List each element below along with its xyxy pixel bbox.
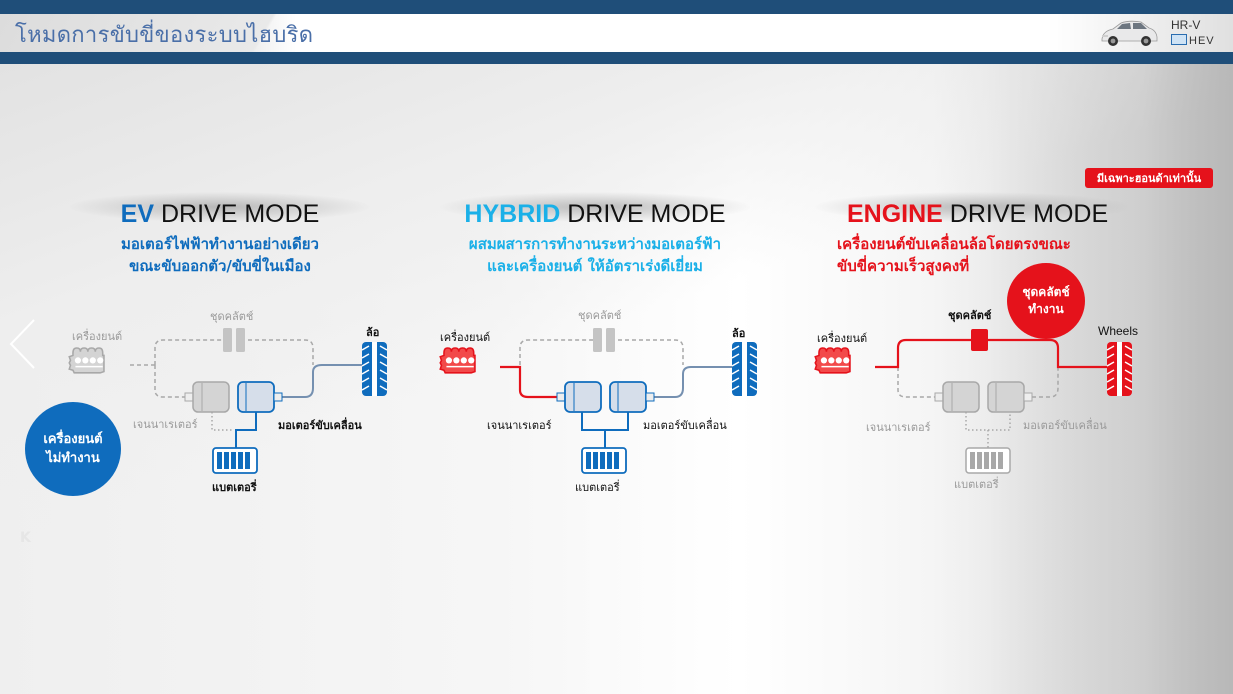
ev-desc-line2: ขณะขับออกตัว/ขับขี่ในเมือง (129, 257, 311, 275)
ev-engine-label: เครื่องยนต์ (72, 330, 123, 343)
logo-badge-text: HEV (1189, 35, 1215, 47)
title-shadow (440, 192, 750, 222)
engine-generator-icon (934, 381, 980, 413)
ev-mode-title: EV DRIVE MODE (60, 200, 380, 229)
hybrid-engine-icon (439, 347, 476, 374)
header-top-bar (0, 0, 1233, 14)
ehev-icon (1171, 34, 1187, 45)
engine-wheel-label: Wheels (1098, 324, 1139, 338)
car-icon (1101, 20, 1158, 46)
engine-generator-label: เจนนาเรเตอร์ (866, 421, 931, 434)
ev-mode-desc: มอเตอร์ไฟฟ้าทำงานอย่างเดียว ขณะขับออกตัว… (60, 233, 380, 277)
hybrid-battery-icon (581, 447, 627, 474)
engine-motor-icon (987, 381, 1033, 413)
engine-mode-header: ENGINE DRIVE MODE เครื่องยนต์ขับเคลื่อนล… (805, 192, 1140, 275)
logo-badge: HEV (1171, 34, 1215, 47)
engine-clutch-label: ชุดคลัตช์ (948, 309, 992, 322)
engine-battery-path (965, 412, 1011, 448)
hybrid-engine-gen-path (500, 365, 563, 399)
honda-only-badge: มีเฉพาะฮอนด้าเท่านั้น (1085, 168, 1213, 188)
engine-engine-label: เครื่องยนต์ (817, 332, 868, 345)
engine-mode-accent: ENGINE (847, 200, 943, 228)
hybrid-generator-icon (556, 381, 602, 413)
ev-generator-icon (184, 381, 230, 413)
ev-clutch-right (236, 328, 245, 352)
clutch-active-line1: ชุดคลัตช์ (1022, 285, 1070, 299)
ev-generator-label: เจนนาเรเตอร์ (133, 418, 198, 431)
watermark: K (20, 530, 31, 546)
ev-gen-battery-path (211, 412, 232, 431)
ev-engine-gen-path (154, 365, 190, 398)
ev-mode-title-rest: DRIVE MODE (154, 200, 320, 228)
ev-battery-label: แบตเตอรี่ (212, 481, 257, 494)
page-title: โหมดการขับขี่ของระบบไฮบริด (15, 23, 314, 48)
ev-clutch-label: ชุดคลัตช์ (210, 310, 254, 323)
hybrid-clutch-left (593, 328, 602, 352)
hrv-logo: HR-V HEV (1099, 14, 1229, 52)
engine-engine-icon (814, 347, 851, 374)
hybrid-desc-line1: ผสมผสารการทำงานระหว่างมอเตอร์ฟ้า (468, 235, 722, 253)
ev-battery-icon (212, 447, 258, 474)
engine-mode-desc: เครื่องยนต์ขับเคลื่อนล้อโดยตรงขณะ ขับขี่… (805, 233, 1140, 277)
hybrid-mode-accent: HYBRID (464, 200, 561, 228)
ev-engine-icon (68, 347, 105, 374)
hybrid-battery-label: แบตเตอรี่ (575, 481, 620, 494)
hybrid-generator-label: เจนนาเรเตอร์ (487, 419, 552, 432)
hybrid-mode-header: HYBRID DRIVE MODE ผสมผสารการทำงานระหว่าง… (430, 192, 760, 275)
clutch-active-line2: ทำงาน (1028, 302, 1064, 316)
engine-motor-label: มอเตอร์ขับเคลื่อน (1023, 419, 1107, 432)
hybrid-motor-wheel-path (654, 366, 735, 398)
engine-battery-icon (965, 447, 1011, 474)
ev-mode-accent: EV (120, 200, 155, 228)
engine-diagram (814, 329, 1133, 474)
title-shadow (815, 192, 1130, 222)
hybrid-clutch-right (606, 328, 615, 352)
engine-motor-path (1032, 367, 1059, 398)
hybrid-wheel-label: ล้อ (732, 327, 746, 340)
hybrid-engine-label: เครื่องยนต์ (440, 331, 491, 344)
ev-wheel-label: ล้อ (366, 326, 380, 339)
hybrid-desc-line2: และเครื่องยนต์ ให้อัตราเร่งดีเยี่ยม (487, 257, 703, 275)
ev-clutch-left (223, 328, 232, 352)
hybrid-mode-title-rest: DRIVE MODE (560, 200, 726, 228)
hybrid-motor-label: มอเตอร์ขับเคลื่อน (643, 419, 727, 432)
ev-motor-battery-path (235, 412, 257, 448)
title-shadow (70, 192, 370, 222)
engine-gen-path (897, 367, 940, 398)
header-bottom-bar (0, 52, 1233, 64)
hybrid-diagram (439, 328, 758, 474)
hybrid-battery-path (581, 412, 629, 448)
hybrid-wheel-icon (731, 342, 758, 396)
hybrid-motor-icon (609, 381, 655, 413)
engine-wheel-icon (1106, 342, 1133, 396)
engine-off-line1: เครื่องยนต์ (43, 432, 103, 447)
engine-battery-label: แบตเตอรี่ (954, 478, 999, 491)
engine-mode-title: ENGINE DRIVE MODE (805, 200, 1140, 229)
ev-desc-line1: มอเตอร์ไฟฟ้าทำงานอย่างเดียว (121, 235, 319, 253)
engine-clutch-icon (971, 329, 988, 351)
chevron-left-icon[interactable] (8, 318, 38, 370)
hybrid-mode-desc: ผสมผสารการทำงานระหว่างมอเตอร์ฟ้า และเครื… (430, 233, 760, 277)
hybrid-clutch-label: ชุดคลัตช์ (578, 309, 622, 322)
ev-clutch-path (130, 339, 314, 366)
hybrid-clutch-path (519, 339, 684, 365)
engine-off-line2: ไม่ทำงาน (46, 451, 100, 466)
engine-desc-line2: ขับขี่ความเร็วสูงคงที่ (837, 257, 970, 275)
hybrid-mode-title: HYBRID DRIVE MODE (430, 200, 760, 229)
ev-wheel-icon (361, 342, 388, 396)
ev-motor-label: มอเตอร์ขับเคลื่อน (278, 419, 362, 432)
engine-off-badge: เครื่องยนต์ไม่ทำงาน (25, 402, 121, 496)
ev-mode-header: EV DRIVE MODE มอเตอร์ไฟฟ้าทำงานอย่างเดีย… (60, 192, 380, 275)
background-right-shade (933, 60, 1233, 694)
engine-mode-title-rest: DRIVE MODE (942, 200, 1109, 228)
ev-motor-icon (237, 381, 283, 413)
engine-desc-line1: เครื่องยนต์ขับเคลื่อนล้อโดยตรงขณะ (837, 235, 1071, 253)
clutch-active-badge: ชุดคลัตช์ทำงาน (1007, 263, 1085, 339)
logo-model: HR-V (1171, 18, 1201, 32)
title-band-wedge (0, 14, 320, 52)
ev-motor-wheel-path (282, 364, 365, 398)
engine-wheel-path (875, 338, 1110, 369)
ev-diagram (68, 328, 388, 474)
